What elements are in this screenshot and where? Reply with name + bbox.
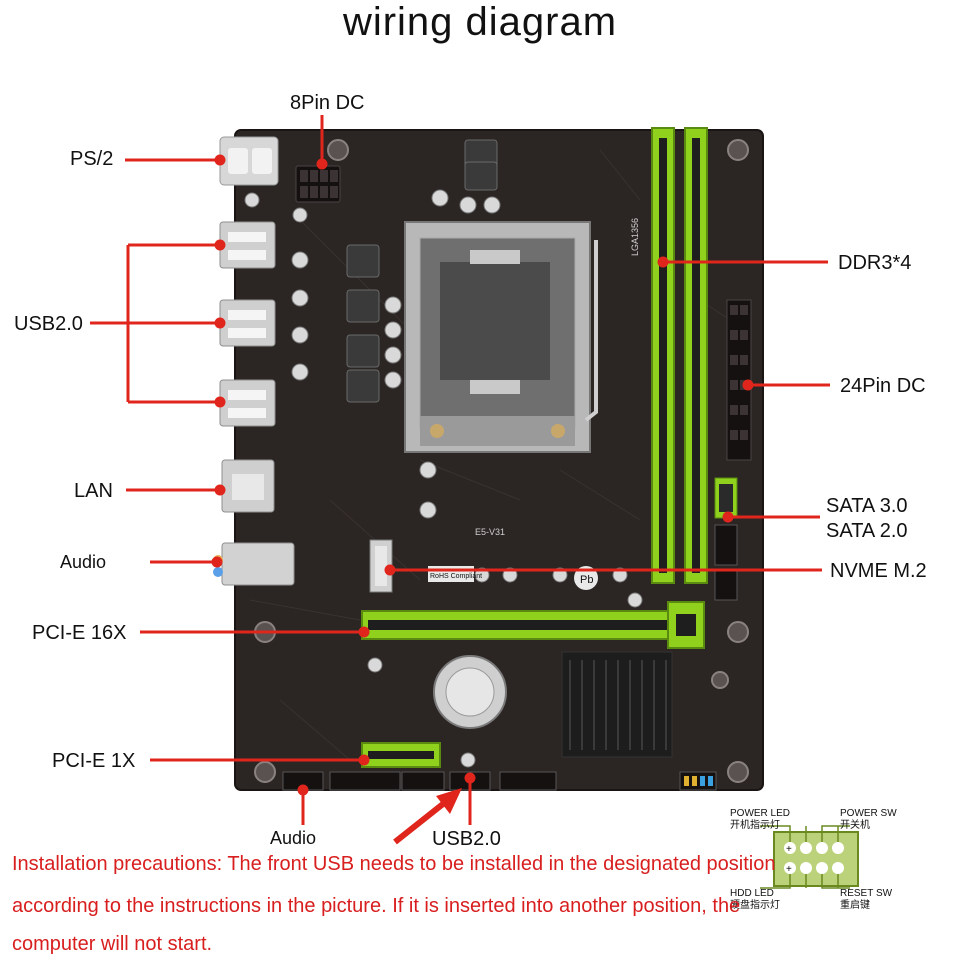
- label-audio-rear: Audio: [60, 552, 107, 572]
- label-8pin-dc: 8Pin DC: [290, 92, 365, 114]
- mount-holes: [254, 139, 749, 783]
- model-marking: E5-V31: [475, 527, 505, 537]
- label-pcie-16x: PCI-E 16X: [32, 622, 127, 644]
- label-sata3: SATA 3.0: [826, 495, 908, 517]
- note-line-3: computer will not start.: [12, 933, 213, 955]
- label-24pin-dc: 24Pin DC: [840, 375, 926, 397]
- label-lan: LAN: [74, 480, 113, 502]
- note-line-2: according to the instructions in the pic…: [12, 895, 741, 917]
- label-ps2: PS/2: [70, 148, 114, 170]
- label-nvme: NVME M.2: [830, 560, 927, 582]
- rohs-marking: RoHS Compliant: [430, 573, 482, 580]
- sata-ports: [714, 477, 738, 601]
- ram-slots: [651, 127, 708, 584]
- front-panel-pin-diagram: ++: [760, 825, 859, 889]
- callout-lines: [90, 115, 830, 825]
- vrm-components: [346, 139, 498, 403]
- pb-marking: Pb: [580, 574, 593, 586]
- front-usb-arrow: [393, 788, 462, 845]
- pb-badge: [574, 566, 598, 590]
- label-usb-rear: USB2.0: [14, 313, 83, 335]
- svg-text:+: +: [786, 864, 792, 875]
- svg-text:+: +: [786, 844, 792, 855]
- diagram-title: wiring diagram: [342, 0, 618, 44]
- label-usb-front: USB2.0: [432, 828, 501, 850]
- label-audio-front: Audio: [270, 828, 317, 848]
- capacitors: [244, 189, 643, 768]
- rear-usb-ports: [219, 221, 276, 427]
- socket-marking: LGA1356: [630, 218, 640, 256]
- label-sata2: SATA 2.0: [826, 520, 908, 542]
- audio-jacks: [221, 542, 295, 586]
- label-pcie-1x: PCI-E 1X: [52, 750, 136, 772]
- note-line-1: Installation precautions: The front USB …: [12, 853, 776, 875]
- label-ddr3: DDR3*4: [838, 252, 912, 274]
